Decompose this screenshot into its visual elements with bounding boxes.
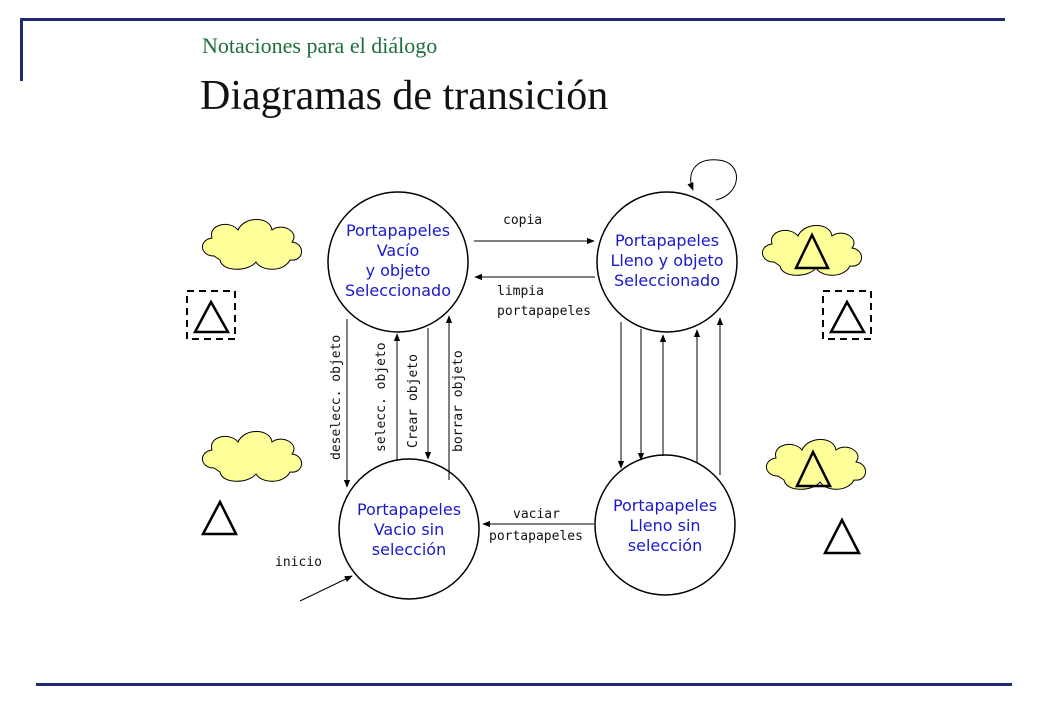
triangle-icon [192,299,231,334]
label-vaciar-portapapeles: portapapeles [489,529,583,544]
state-label: Lleno sin [629,516,700,535]
state-label: Vacio sin [374,520,445,539]
cloud-icon [201,431,303,482]
label-copia: copia [503,213,542,228]
label-limpia-portapapeles: portapapeles [497,304,591,319]
label-vaciar: vaciar [513,507,560,522]
triangle-icon [822,517,862,555]
triangle-icon [200,499,239,536]
label-inicio: inicio [275,555,322,570]
label-crear: Crear objeto [406,354,421,448]
state-vacio-sin-seleccion [338,458,480,600]
arrow-self-loop [687,159,737,201]
slide-title: Diagramas de transición [200,73,609,119]
cloud-icon [765,439,867,490]
triangle-icon [795,449,833,488]
state-label: Portapapeles [615,231,719,250]
frame-bottom-rule [36,683,1012,686]
state-label: y objeto [366,261,431,280]
state-label: selección [628,536,702,555]
state-label: Vacío [377,241,420,260]
label-selecc: selecc. objeto [374,342,389,452]
state-lleno-seleccionado [596,191,738,333]
state-label: Lleno y objeto [610,251,723,270]
arrow-inicio [299,575,353,602]
frame-top-rule [22,18,1005,21]
state-label: selección [372,540,446,559]
dashed-selection-box [186,290,236,340]
frame-left-rule [20,18,23,81]
triangle-icon [828,299,867,334]
state-vacio-seleccionado [327,191,469,333]
label-limpia: limpia [497,284,544,299]
state-label: Portapapeles [357,500,461,519]
state-label: Portapapeles [613,496,717,515]
cloud-icon [201,219,303,270]
state-label: Seleccionado [345,281,451,300]
label-borrar: borrar objeto [451,350,466,452]
state-lleno-sin-seleccion [594,454,736,596]
label-deselecc: deselecc. objeto [329,335,344,460]
state-label: Portapapeles [346,221,450,240]
triangle-icon [794,232,830,270]
slide-subtitle: Notaciones para el diálogo [202,33,438,58]
dashed-selection-box [822,290,872,340]
state-label: Seleccionado [614,271,720,290]
